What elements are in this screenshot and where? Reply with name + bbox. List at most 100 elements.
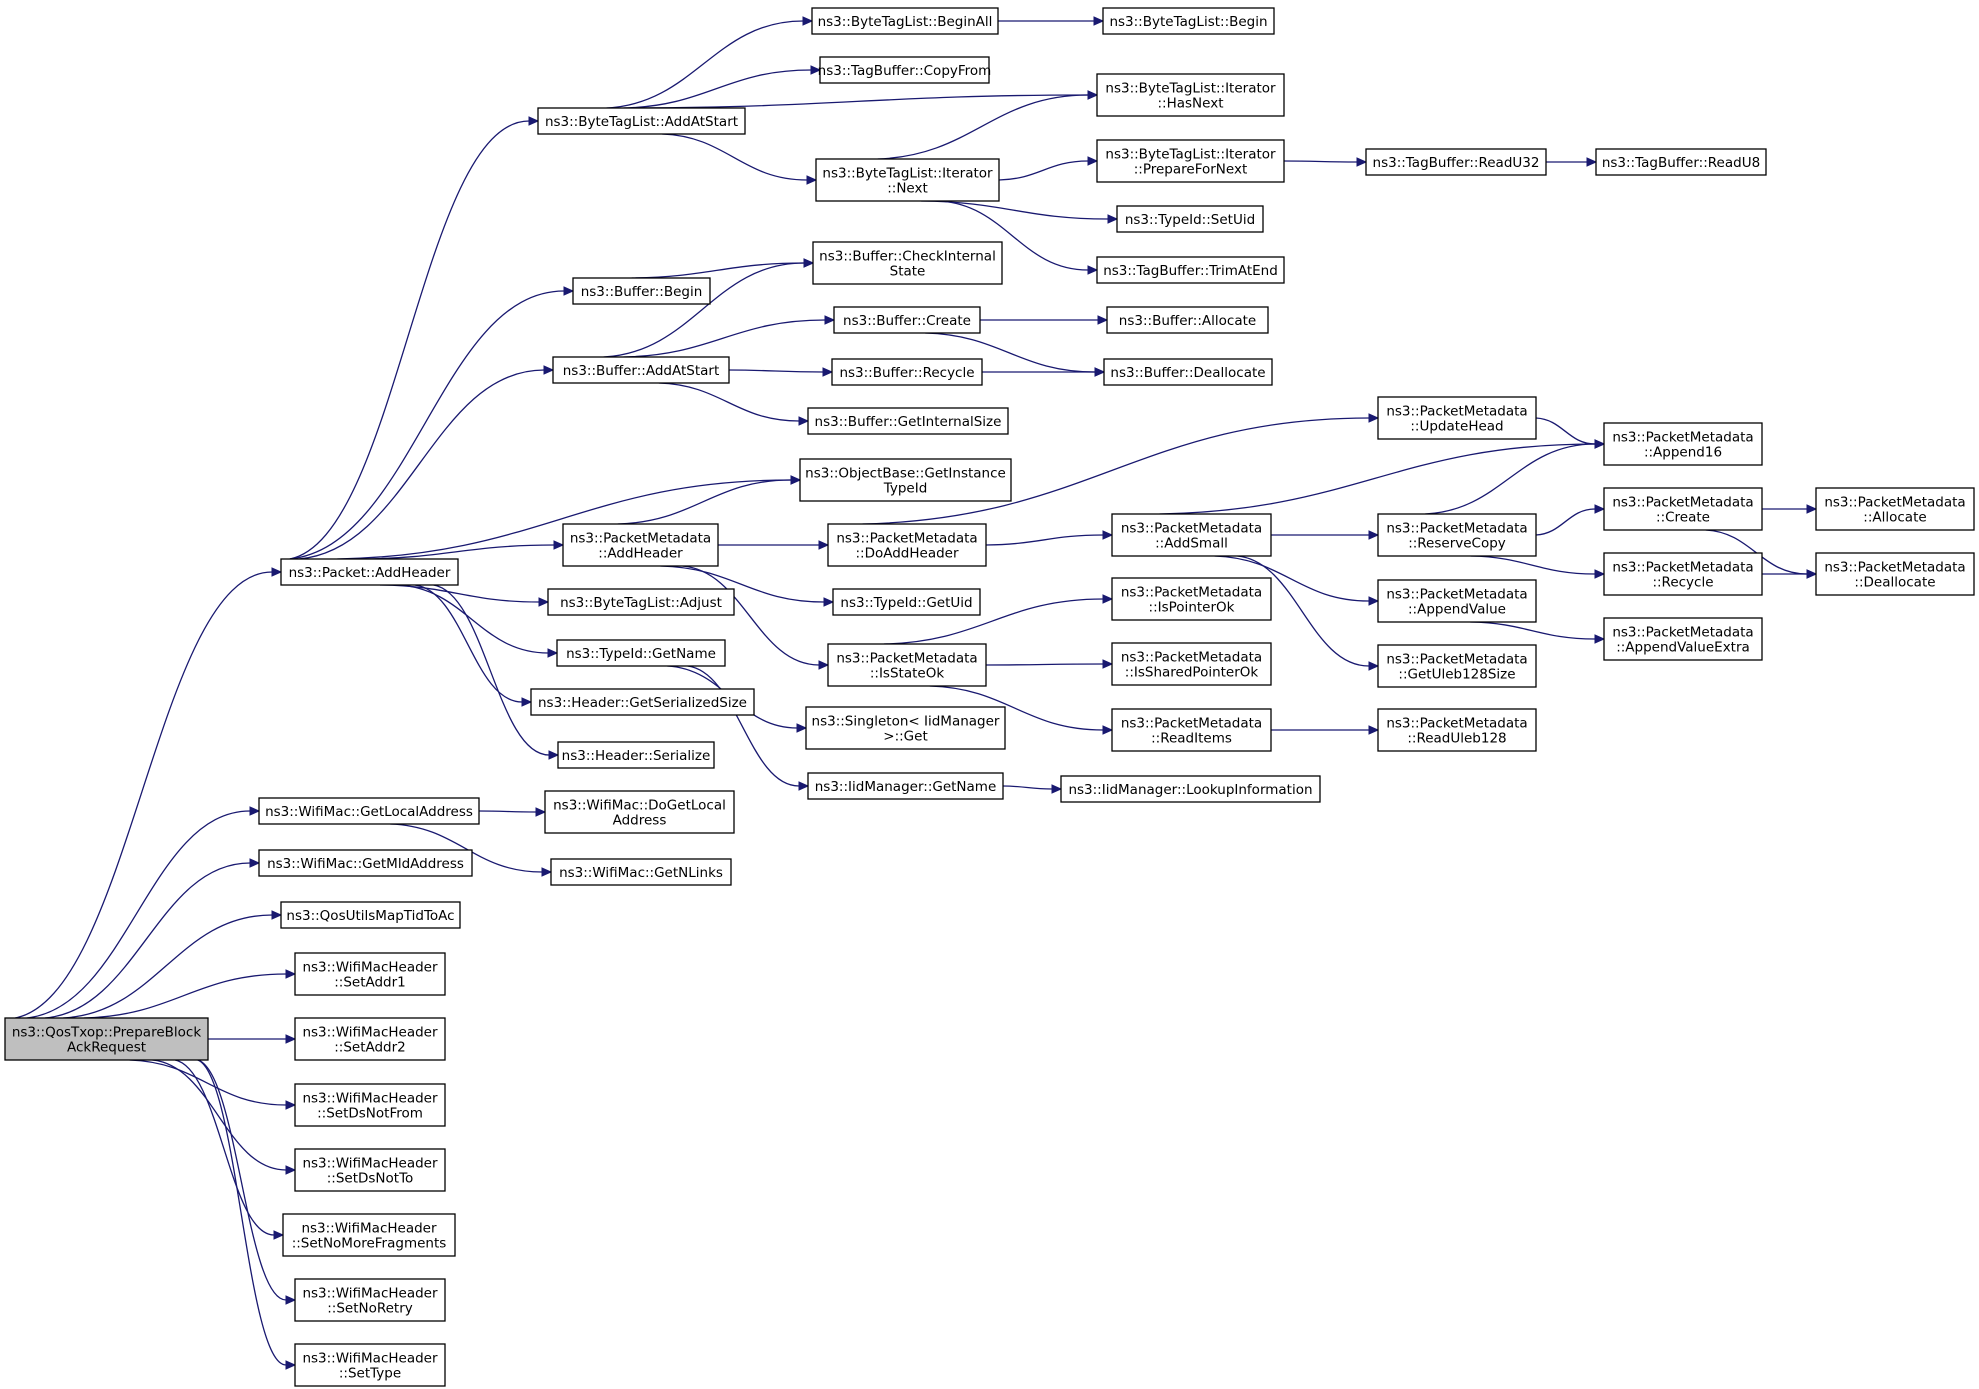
node-label: ns3::PacketMetadata	[836, 651, 977, 667]
edge-line	[925, 332, 1096, 373]
edge-n2-to-n22	[390, 823, 553, 877]
edge-n14-to-n26	[603, 258, 815, 358]
node-buffer-create[interactable]: ns3::Buffer::Create	[833, 306, 981, 334]
edge-arrowhead	[535, 807, 547, 817]
node-buffer-addatstart[interactable]: ns3::Buffer::AddAtStart	[552, 356, 730, 384]
node-label: ::Deallocate	[1854, 575, 1935, 591]
node-wifimac-getmldaddress[interactable]: ns3::WifiMac::GetMldAddress	[258, 849, 473, 877]
node-buffer-recycle[interactable]: ns3::Buffer::Recycle	[831, 358, 983, 386]
node-typeid-getuid[interactable]: ns3::TypeId::GetUid	[832, 588, 981, 616]
edge-line	[197, 1059, 287, 1301]
node-bytetaglist-iterator-hasnext[interactable]: ns3::ByteTagList::Iterator::HasNext	[1096, 73, 1285, 117]
node-packetmetadata-doaddheader[interactable]: ns3::PacketMetadata::DoAddHeader	[827, 523, 987, 567]
node-tagbuffer-trimatend[interactable]: ns3::TagBuffer::TrimAtEnd	[1096, 256, 1285, 284]
node-box	[280, 901, 461, 929]
node-box	[833, 306, 981, 334]
node-bytetaglist-adjust[interactable]: ns3::ByteTagList::Adjust	[547, 588, 735, 616]
edge-line	[1535, 417, 1596, 445]
node-label: ::SetNoMoreFragments	[292, 1236, 447, 1252]
edge-n25-to-n39	[938, 200, 1099, 275]
node-wifimacheader-setnoretry[interactable]: ns3::WifiMacHeader::SetNoRetry	[294, 1278, 446, 1322]
node-iidmanager-getname[interactable]: ns3::IidManager::GetName	[807, 772, 1004, 800]
node-packetmetadata-reservecopy[interactable]: ns3::PacketMetadata::ReserveCopy	[1377, 513, 1537, 557]
node-wifimacheader-setdsnotto[interactable]: ns3::WifiMacHeader::SetDsNotTo	[294, 1148, 446, 1192]
edge-arrowhead	[790, 475, 802, 485]
node-buffer-deallocate[interactable]: ns3::Buffer::Deallocate	[1103, 358, 1273, 386]
node-buffer-allocate[interactable]: ns3::Buffer::Allocate	[1106, 306, 1269, 334]
node-box	[1106, 306, 1269, 334]
node-label: ns3::IidManager::GetName	[815, 779, 997, 795]
edge-n12-to-n24	[623, 65, 822, 109]
node-box	[258, 849, 473, 877]
node-packetmetadata-create[interactable]: ns3::PacketMetadata::Create	[1603, 487, 1763, 531]
node-bytetaglist-iterator-preparefornext[interactable]: ns3::ByteTagList::Iterator::PrepareForNe…	[1096, 139, 1285, 183]
node-packetmetadata-appendvalue[interactable]: ns3::PacketMetadata::AppendValue	[1377, 579, 1537, 623]
node-box	[1377, 579, 1537, 623]
edge-line	[617, 479, 792, 525]
node-packet-addheader[interactable]: ns3::Packet::AddHeader	[280, 558, 459, 586]
node-typeid-getname[interactable]: ns3::TypeId::GetName	[556, 639, 726, 667]
node-singleton-iidmanager-get[interactable]: ns3::Singleton< IidManager >::Get	[805, 706, 1006, 750]
node-label: ::GetUleb128Size	[1398, 667, 1515, 683]
node-box	[550, 858, 732, 886]
node-packetmetadata-addsmall[interactable]: ns3::PacketMetadata::AddSmall	[1111, 513, 1272, 557]
edge-n0-to-n7	[129, 1059, 297, 1110]
node-box	[572, 277, 711, 305]
node-packetmetadata-isstateok[interactable]: ns3::PacketMetadata::IsStateOk	[827, 643, 987, 687]
edge-line	[1470, 555, 1596, 575]
node-typeid-setuid[interactable]: ns3::TypeId::SetUid	[1116, 205, 1264, 233]
node-bytetaglist-beginall[interactable]: ns3::ByteTagList::BeginAll	[811, 7, 999, 35]
node-packetmetadata-getuleb128size[interactable]: ns3::PacketMetadata::GetUleb128Size	[1377, 644, 1537, 688]
node-buffer-getinternalsize[interactable]: ns3::Buffer::GetInternalSize	[807, 407, 1009, 435]
node-packetmetadata-append16[interactable]: ns3::PacketMetadata::Append16	[1603, 422, 1763, 466]
node-header-serialize[interactable]: ns3::Header::Serialize	[557, 741, 715, 769]
node-iidmanager-lookupinformation[interactable]: ns3::IidManager::LookupInformation	[1060, 775, 1321, 803]
node-wifimacheader-setaddr1[interactable]: ns3::WifiMacHeader::SetAddr1	[294, 952, 446, 996]
node-packetmetadata-appendvalueextra[interactable]: ns3::PacketMetadata::AppendValueExtra	[1603, 617, 1763, 661]
node-packetmetadata-ispointerok[interactable]: ns3::PacketMetadata::IsPointerOk	[1111, 577, 1272, 621]
node-tagbuffer-copyfrom[interactable]: ns3::TagBuffer::CopyFrom	[818, 56, 992, 84]
edge-line	[660, 565, 825, 603]
node-tagbuffer-readu8[interactable]: ns3::TagBuffer::ReadU8	[1595, 148, 1767, 176]
node-packetmetadata-deallocate[interactable]: ns3::PacketMetadata::Deallocate	[1815, 552, 1975, 596]
node-box	[1377, 396, 1537, 440]
node-packetmetadata-allocate[interactable]: ns3::PacketMetadata::Allocate	[1815, 487, 1975, 531]
node-packetmetadata-recycle[interactable]: ns3::PacketMetadata::Recycle	[1603, 552, 1763, 596]
node-wifimacheader-setdsnotfrom[interactable]: ns3::WifiMacHeader::SetDsNotFrom	[294, 1083, 446, 1127]
node-label: ns3::WifiMacHeader	[302, 1156, 438, 1172]
node-wifimacheader-settype[interactable]: ns3::WifiMacHeader::SetType	[294, 1343, 446, 1387]
edge-line	[1002, 785, 1053, 790]
node-header-getserializedsize[interactable]: ns3::Header::GetSerializedSize	[530, 688, 755, 716]
edge-n0-to-n1	[15, 567, 283, 1019]
node-wifimacheader-setnomorefragments[interactable]: ns3::WifiMacHeader::SetNoMoreFragments	[282, 1213, 456, 1257]
node-box	[1815, 487, 1975, 531]
node-wifimac-getlocaladdress[interactable]: ns3::WifiMac::GetLocalAddress	[258, 797, 480, 825]
edge-line	[379, 584, 540, 603]
node-packetmetadata-readitems[interactable]: ns3::PacketMetadata::ReadItems	[1111, 708, 1272, 752]
edge-arrowhead	[1806, 504, 1818, 514]
node-bytetaglist-iterator-next[interactable]: ns3::ByteTagList::Iterator::Next	[815, 158, 1000, 202]
node-buffer-begin[interactable]: ns3::Buffer::Begin	[572, 277, 711, 305]
edge-n55-to-n58	[1761, 504, 1818, 514]
node-bytetaglist-begin[interactable]: ns3::ByteTagList::Begin	[1102, 7, 1275, 35]
node-wifimac-getnlinks[interactable]: ns3::WifiMac::GetNLinks	[550, 858, 732, 886]
edge-line	[63, 914, 273, 1019]
edge-line	[929, 685, 1104, 731]
node-packetmetadata-updatehead[interactable]: ns3::PacketMetadata::UpdateHead	[1377, 396, 1537, 440]
node-box	[1111, 708, 1272, 752]
node-qosutilsmaptidtoac[interactable]: ns3::QosUtilsMapTidToAc	[280, 901, 461, 929]
node-label: ns3::PacketMetadata	[1121, 650, 1262, 666]
node-tagbuffer-readu32[interactable]: ns3::TagBuffer::ReadU32	[1365, 148, 1547, 176]
node-bytetaglist-addatstart[interactable]: ns3::ByteTagList::AddAtStart	[537, 107, 746, 135]
node-packetmetadata-issharedpointerok[interactable]: ns3::PacketMetadata::IsSharedPointerOk	[1111, 642, 1272, 686]
node-packetmetadata-addheader[interactable]: ns3::PacketMetadata::AddHeader	[562, 523, 719, 567]
node-box	[827, 523, 987, 567]
node-label: ::SetAddr2	[334, 1040, 406, 1056]
edge-arrowhead	[818, 540, 830, 550]
node-packetmetadata-readuleb128[interactable]: ns3::PacketMetadata::ReadUleb128	[1377, 708, 1537, 752]
node-wifimacheader-setaddr2[interactable]: ns3::WifiMacHeader::SetAddr2	[294, 1017, 446, 1061]
